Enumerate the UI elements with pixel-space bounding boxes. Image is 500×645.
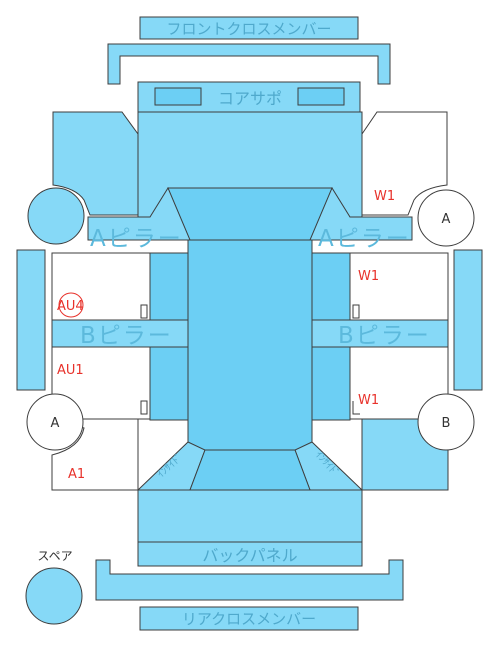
front-left-wheel[interactable]	[27, 187, 85, 245]
rear-cross-member-label: リアクロスメンバー	[182, 610, 316, 628]
rear-left-wheel-label: A	[51, 416, 60, 431]
right-side-sill[interactable]	[453, 249, 483, 391]
left-b-pillar-label: Bピラー	[80, 323, 173, 349]
right-b-pillar-label: Bピラー	[338, 323, 431, 349]
headlight-right	[297, 87, 345, 106]
roof[interactable]	[187, 239, 313, 451]
damage-code-au1: AU1	[57, 363, 84, 378]
right-rear-door-handle	[352, 401, 360, 415]
damage-code-w1-rear-door: W1	[358, 393, 379, 408]
left-rear-quarter	[51, 418, 139, 491]
left-rear-door-handle	[140, 400, 148, 415]
damage-code-au4: AU4	[57, 299, 84, 314]
trunk-lid[interactable]	[137, 489, 363, 543]
spare-label: スペア	[37, 549, 72, 563]
left-front-door-handle	[140, 304, 148, 319]
damage-code-circle	[58, 292, 84, 318]
headlight-left	[154, 87, 202, 106]
front-right-wheel-label: A	[442, 212, 451, 227]
front-bumper[interactable]	[107, 43, 391, 85]
rear-right-wheel[interactable]	[417, 393, 475, 451]
rear-bumper[interactable]	[95, 559, 404, 601]
rear-right-wheel-label: B	[442, 416, 451, 431]
right-front-door[interactable]	[349, 252, 449, 321]
left-a-pillar-label: Aピラー	[90, 226, 183, 252]
front-right-wheel[interactable]	[417, 189, 475, 247]
right-b-pillar[interactable]	[311, 319, 449, 348]
damage-code-w1-front-door: W1	[358, 269, 379, 284]
rear-left-wheel[interactable]	[26, 393, 84, 451]
windshield[interactable]	[167, 187, 333, 241]
core-support-label: コアサポ	[218, 89, 282, 108]
right-front-fender	[361, 111, 448, 216]
spare-tire[interactable]	[25, 567, 83, 625]
left-side-sill[interactable]	[16, 249, 46, 391]
right-a-pillar-label: Aピラー	[318, 226, 411, 252]
rear-window[interactable]	[189, 449, 311, 491]
front-cross-member-label: フロントクロスメンバー	[166, 20, 331, 38]
damage-code-w1-fender: W1	[374, 189, 395, 204]
damage-code-a1: A1	[68, 467, 85, 482]
rear-cross-member[interactable]	[139, 606, 359, 631]
left-b-pillar[interactable]	[51, 319, 189, 348]
right-front-door-handle	[352, 304, 360, 319]
front-cross-member[interactable]	[139, 16, 359, 40]
back-panel[interactable]	[137, 541, 363, 567]
back-panel-label: バックパネル	[202, 546, 297, 565]
